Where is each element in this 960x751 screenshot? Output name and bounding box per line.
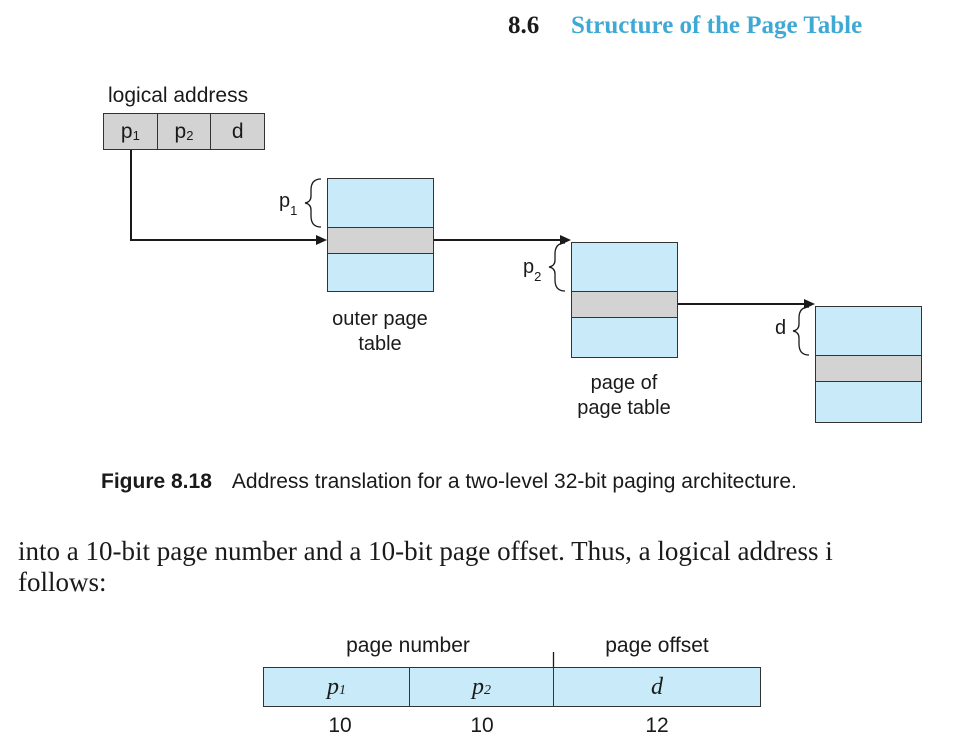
outer-page-table xyxy=(327,178,434,292)
arrow-p1-to-outer xyxy=(130,150,318,241)
field-divider-tick xyxy=(552,652,555,668)
brace-d xyxy=(792,306,810,356)
page-of-page-table xyxy=(571,242,678,358)
physical-frame-entry xyxy=(816,355,921,382)
brace-label-d: d xyxy=(775,317,787,339)
brace-label-p2: p2 xyxy=(523,256,542,284)
bits-p2: 10 xyxy=(470,714,494,737)
bits-p1: 10 xyxy=(328,714,352,737)
physical-frame xyxy=(815,306,922,423)
page-number-label: page number xyxy=(346,634,470,657)
section-number: 8.6 xyxy=(508,12,540,39)
brace-p2 xyxy=(548,242,566,292)
outer-page-table-entry xyxy=(328,227,433,254)
section-title: Structure of the Page Table xyxy=(571,12,863,39)
address-field-d: d xyxy=(231,119,244,143)
inner-page-table-entry xyxy=(572,291,677,318)
brace-label-p1: p1 xyxy=(279,190,298,218)
body-line-1: into a 10-bit page number and a 10-bit p… xyxy=(18,536,833,566)
caption-text: Address translation for a two-level 32-b… xyxy=(231,470,797,493)
arrowhead-1 xyxy=(316,235,327,245)
figure-caption: Figure 8.18 Address translation for a two… xyxy=(101,470,797,494)
bits-d: 12 xyxy=(645,714,669,737)
outer-page-table-label: outer page table xyxy=(332,308,428,355)
logical-address-label: logical address xyxy=(108,84,249,107)
body-paragraph: into a 10-bit page number and a 10-bit p… xyxy=(18,536,833,598)
page-of-page-table-label: page of page table xyxy=(577,372,671,419)
brace-p1 xyxy=(304,178,322,228)
field-d: d xyxy=(651,673,663,700)
body-line-2: follows: xyxy=(18,567,107,597)
caption-number: Figure 8.18 xyxy=(101,470,212,493)
page-offset-label: page offset xyxy=(605,634,709,657)
